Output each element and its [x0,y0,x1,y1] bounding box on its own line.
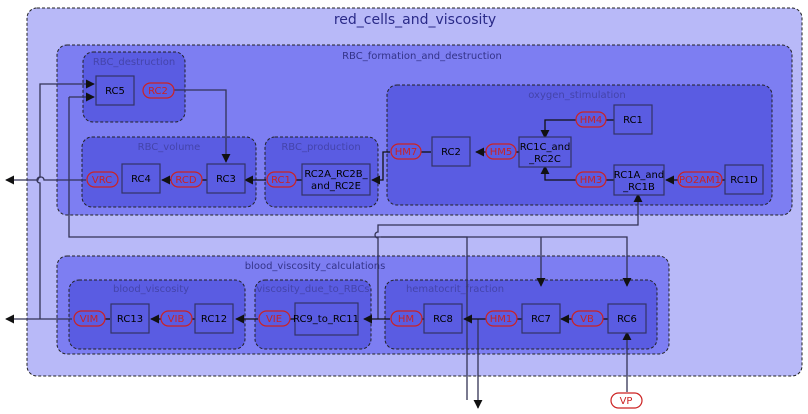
var-vib[interactable] [160,310,193,327]
var-rcd-label: RCD [175,175,196,186]
edge-rc6-input [381,236,632,287]
group-rbc-destruction-label: RBC_destruction [93,57,175,68]
var-hm5-label: HM5 [490,147,513,158]
node-rc3-label: RC3 [216,174,236,185]
node-rc1d[interactable] [724,164,764,195]
var-vrc-label: VRC [92,175,112,186]
node-rc12[interactable] [194,303,234,334]
var-vim[interactable] [73,310,106,327]
edge-hm7-rc2abe [371,151,390,185]
var-hm-label: HM [398,314,414,325]
node-rc1c-label-2: _RC2C [528,154,561,165]
node-rc4-label: RC4 [131,174,151,185]
group-blood-viscosity-calculations-label: blood_viscosity_calculations [245,261,386,272]
node-rc7-label: RC7 [531,314,551,325]
var-vb[interactable] [571,310,604,327]
group-blood-viscosity-label: blood_viscosity [113,284,189,295]
var-vie-label: VIE [266,314,282,325]
var-vrc[interactable] [86,171,119,188]
var-hm1[interactable] [485,310,518,327]
node-rc5[interactable] [95,75,135,106]
node-rc1a-label-1: RC1A_and [614,170,664,181]
edge-vrc-out [5,175,86,185]
node-rc7[interactable] [521,303,561,334]
var-hm3[interactable] [575,171,607,188]
node-rc9-label: RC9_to_RC11 [293,314,359,325]
edge-hm4-rc1c [540,119,578,139]
var-vim-label: VIM [80,314,98,325]
node-rc1a-label-2: _RC1B [622,182,655,193]
node-rc2abe-label-2: and_RC2E [311,181,361,192]
var-vie[interactable] [258,310,291,327]
node-rc1c[interactable] [518,136,572,168]
var-vp[interactable] [610,392,643,409]
node-rc8-label: RC8 [433,314,453,325]
node-rc1c-label-1: RC1C_and [520,142,571,153]
var-po2am1-label: PO2AM1 [679,175,721,186]
group-rbc-production-label: RBC_production [281,142,360,153]
var-rcd[interactable] [170,171,203,188]
node-rc3[interactable] [206,163,246,194]
var-hm1-label: HM1 [490,314,513,325]
node-rc6[interactable] [607,303,647,334]
edge-rc2-rc3 [174,89,231,163]
node-rc13[interactable] [110,303,150,334]
edge-hm3-rc1c [540,165,578,181]
node-rc1-label: RC1 [623,115,643,126]
node-rc13-label: RC13 [117,314,143,325]
node-rc1a[interactable] [613,164,665,196]
node-rc2abe[interactable] [301,163,371,196]
var-hm3-label: HM3 [580,175,603,186]
diagram-title: red_cells_and_viscosity [334,12,496,28]
node-rc4[interactable] [121,163,161,194]
var-rc2[interactable] [142,82,175,99]
var-po2am1[interactable] [677,171,723,188]
var-hm4-label: HM4 [580,115,603,126]
edge-vim-rc5 [36,79,95,319]
node-rc8[interactable] [423,303,463,334]
node-rc1d-label: RC1D [730,175,758,186]
node-rc2-label: RC2 [441,147,461,158]
var-vp-label: VP [620,396,633,407]
group-oxygen-stimulation [386,84,773,206]
group-viscosity-due-to-rbcs-label: viscosity_due_to_RBCs [256,284,369,295]
var-rc1-label: RC1 [271,175,291,186]
var-vb-label: VB [580,314,594,325]
var-rc2-label: RC2 [148,86,168,97]
group-oxygen-stimulation-label: oxygen_stimulation [528,90,626,101]
var-rc1[interactable] [266,171,297,188]
var-hm7-label: HM7 [395,147,418,158]
group-hematocrit-fraction-label: hematocrit_fraction [406,284,504,295]
group-rbc-formation-label: RBC_formation_and_destruction [342,51,502,62]
group-rbc-volume-label: RBC_volume [138,142,201,153]
edge-rc1a-input [374,193,643,319]
node-rc5-label: RC5 [105,86,125,97]
node-rc9-to-rc11[interactable] [294,302,359,336]
node-rc12-label: RC12 [201,314,227,325]
var-hm[interactable] [390,310,423,327]
var-hm4[interactable] [575,111,607,128]
var-hm5[interactable] [485,143,517,160]
node-rc6-label: RC6 [617,314,637,325]
node-rc2[interactable] [431,136,471,167]
node-rc2abe-label-1: RC2A_RC2B_ [304,169,368,180]
node-rc1[interactable] [613,104,653,135]
var-vib-label: VIB [168,314,185,325]
var-hm7[interactable] [390,143,422,160]
